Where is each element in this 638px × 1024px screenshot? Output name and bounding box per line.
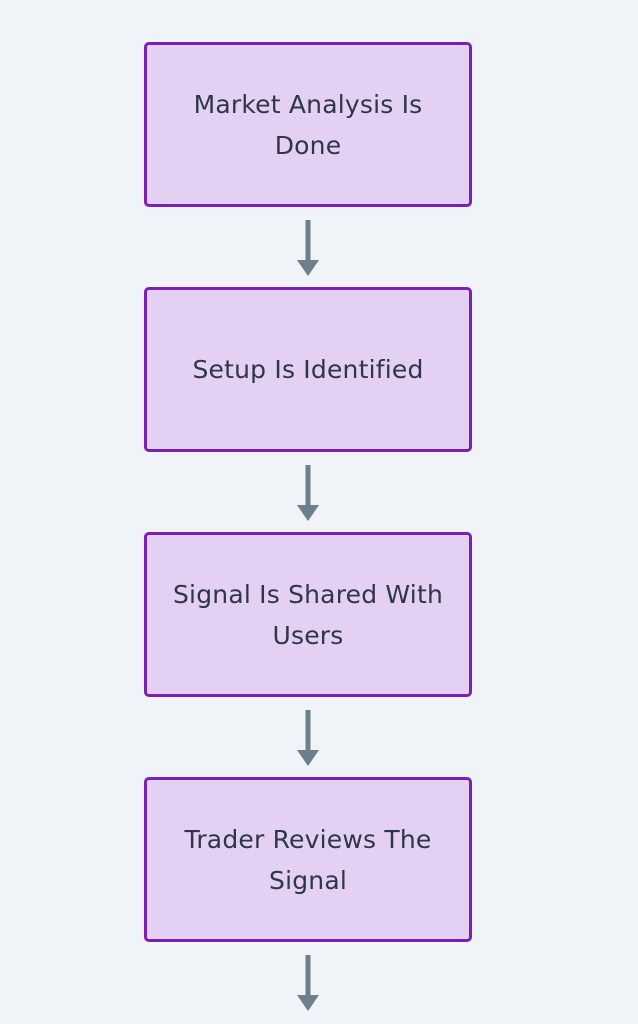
- step-label: Market Analysis Is Done: [193, 89, 423, 160]
- step-node-market-analysis: Market Analysis Is Done: [144, 42, 472, 207]
- down-arrow-icon: [297, 465, 319, 521]
- step-label: Setup Is Identified: [192, 355, 424, 384]
- down-arrow-icon: [297, 955, 319, 1011]
- down-arrow-icon: [297, 220, 319, 276]
- step-node-trader-reviews: Trader Reviews The Signal: [144, 777, 472, 942]
- step-label: Signal Is Shared With Users: [172, 579, 443, 650]
- step-node-signal-shared: Signal Is Shared With Users: [144, 532, 472, 697]
- down-arrow-icon: [297, 710, 319, 766]
- step-label: Trader Reviews The Signal: [184, 824, 432, 895]
- step-node-setup-identified: Setup Is Identified: [144, 287, 472, 452]
